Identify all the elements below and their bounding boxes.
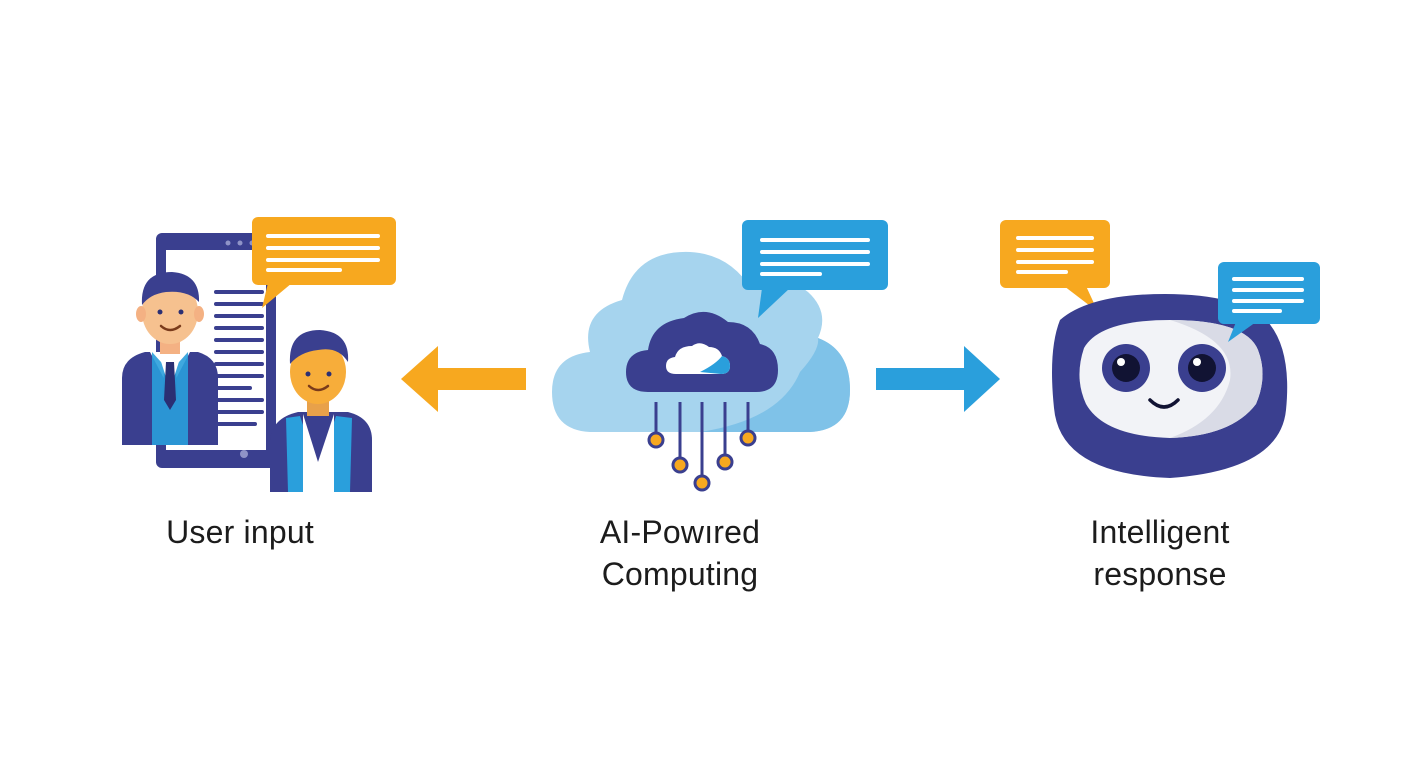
woman-avatar-icon <box>270 330 372 492</box>
step-label-line: Computing <box>601 556 759 592</box>
chat-bubble-icon <box>1218 262 1320 342</box>
ai-cloud-illustration <box>552 220 888 492</box>
circuit-icon <box>647 402 757 492</box>
step-label-line: Intelligent <box>1090 514 1230 550</box>
step-label-line: response <box>1093 556 1227 592</box>
arrow-left-icon <box>401 346 526 412</box>
chat-bubble-icon <box>1000 220 1110 312</box>
robot-illustration <box>1000 220 1320 478</box>
arrow-right-icon <box>876 346 1000 412</box>
step-label-intelligent-response: Intelligent response <box>1040 511 1280 595</box>
step-label-line: User input <box>166 514 314 550</box>
man-avatar-icon <box>122 272 218 445</box>
step-label-ai-computing: AI-Powıred Computing <box>560 511 800 595</box>
robot-face-icon <box>1052 294 1288 478</box>
user-input-illustration <box>122 217 396 492</box>
step-label-line: AI-Powıred <box>599 514 761 550</box>
chat-bubble-icon <box>742 220 888 318</box>
chat-bubble-icon <box>252 217 396 308</box>
step-label-user-input: User input <box>110 511 370 553</box>
